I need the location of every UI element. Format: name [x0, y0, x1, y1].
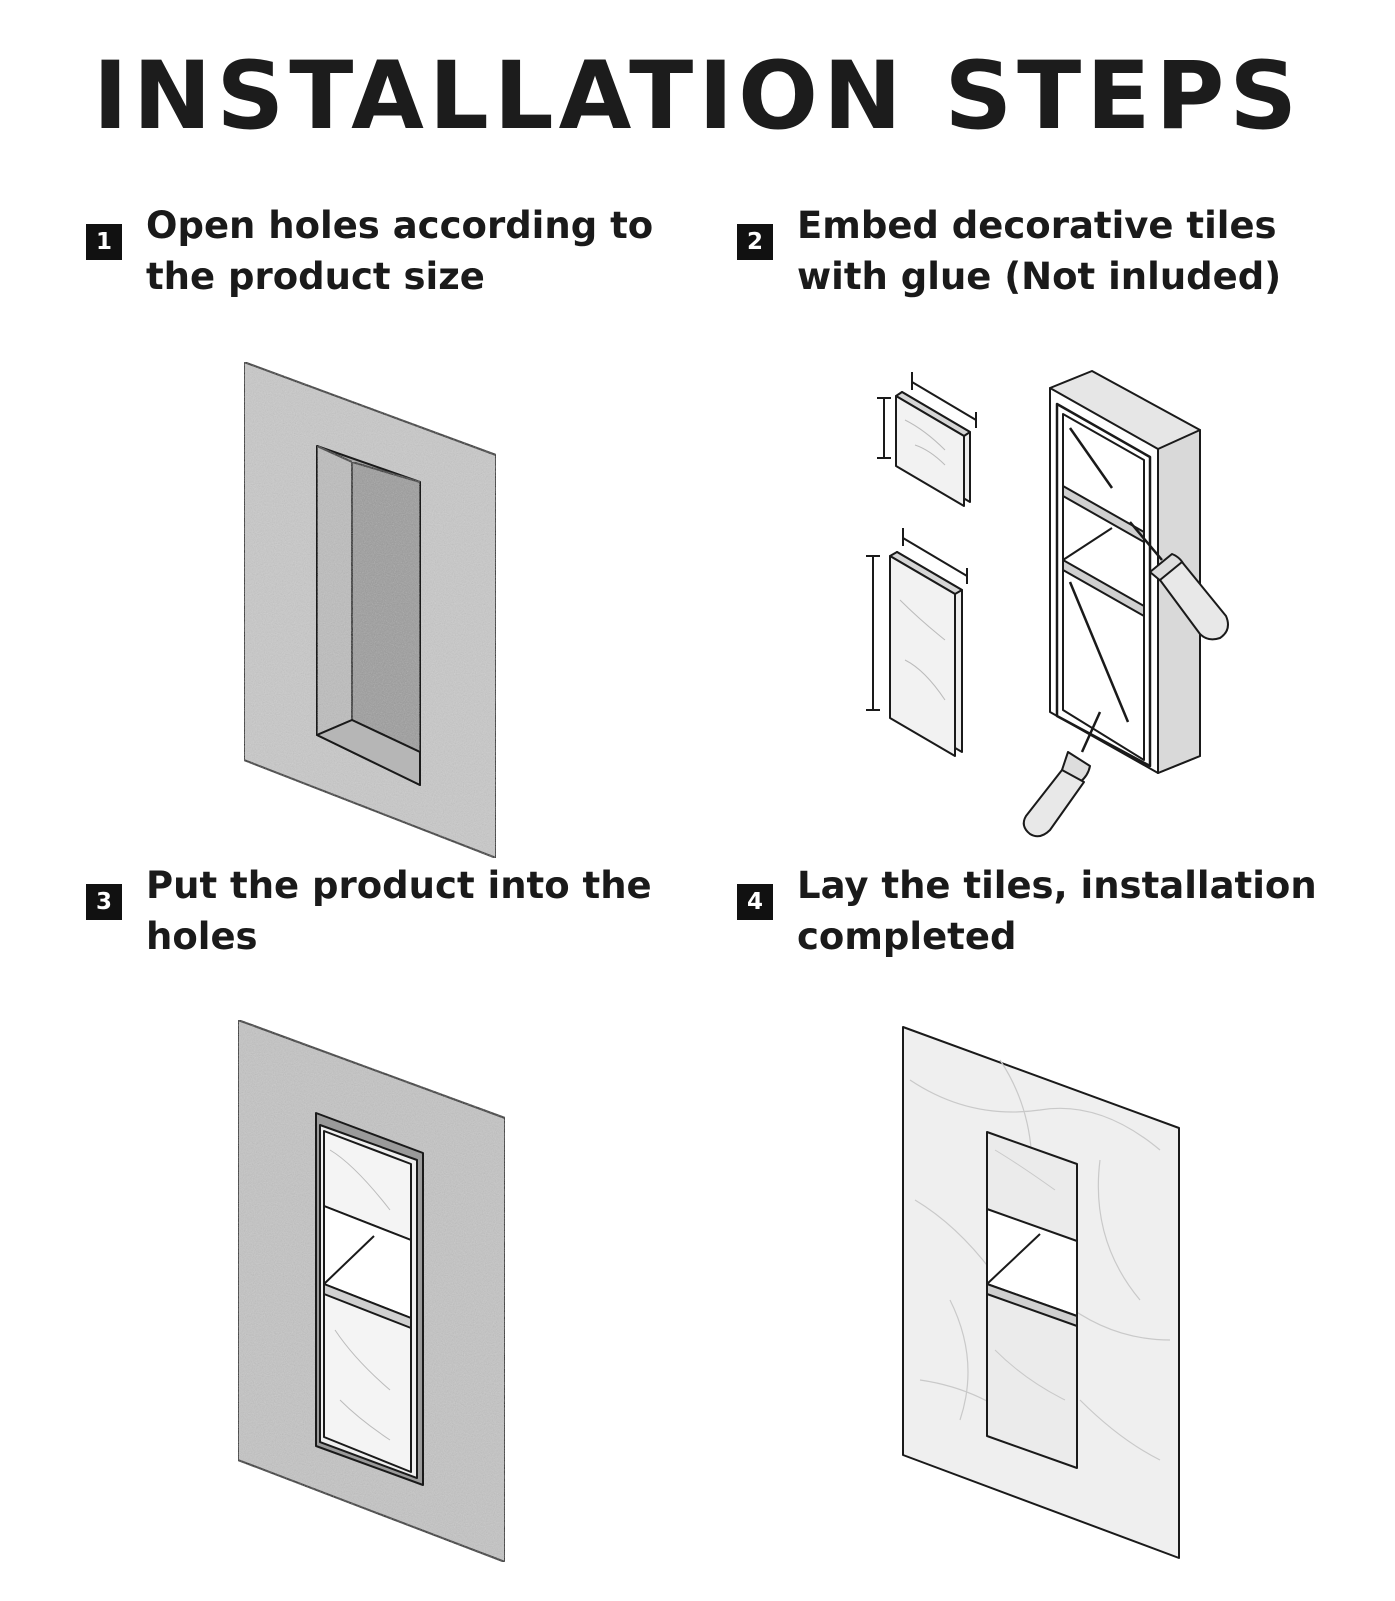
step-header: 4 Lay the tiles, installation completed — [737, 860, 1387, 990]
step-instruction: Open holes according to the product size — [146, 204, 654, 298]
step-4: 4 Lay the tiles, installation completed — [737, 860, 1387, 1500]
step-number-badge: 2 — [737, 224, 773, 260]
step-1: 1 Open holes according to the product si… — [86, 200, 736, 840]
small-tile — [877, 372, 977, 507]
step-3: 3 Put the product into the holes — [86, 860, 736, 1500]
step-instruction: Lay the tiles, installation completed — [797, 864, 1317, 958]
step-2: 2 Embed decorative tiles with glue (Not … — [737, 200, 1387, 840]
step-header: 1 Open holes according to the product si… — [86, 200, 736, 330]
wall-hole-illustration — [243, 361, 497, 859]
tile-and-glue-illustration — [866, 370, 1229, 838]
page-title: INSTALLATION STEPS — [92, 42, 1303, 151]
step-header: 2 Embed decorative tiles with glue (Not … — [737, 200, 1387, 330]
niche-in-wall-illustration — [237, 1019, 506, 1563]
step-number-badge: 3 — [86, 884, 122, 920]
step-number-badge: 4 — [737, 884, 773, 920]
step-number-badge: 1 — [86, 224, 122, 260]
step-instruction: Put the product into the holes — [146, 864, 652, 958]
step-header: 3 Put the product into the holes — [86, 860, 736, 990]
step-instruction: Embed decorative tiles with glue (Not in… — [797, 204, 1282, 298]
large-tile — [866, 528, 968, 757]
tiled-wall-illustration — [902, 1026, 1180, 1559]
glue-gun-icon — [1022, 711, 1102, 838]
glue-gun-icon — [1129, 521, 1229, 641]
